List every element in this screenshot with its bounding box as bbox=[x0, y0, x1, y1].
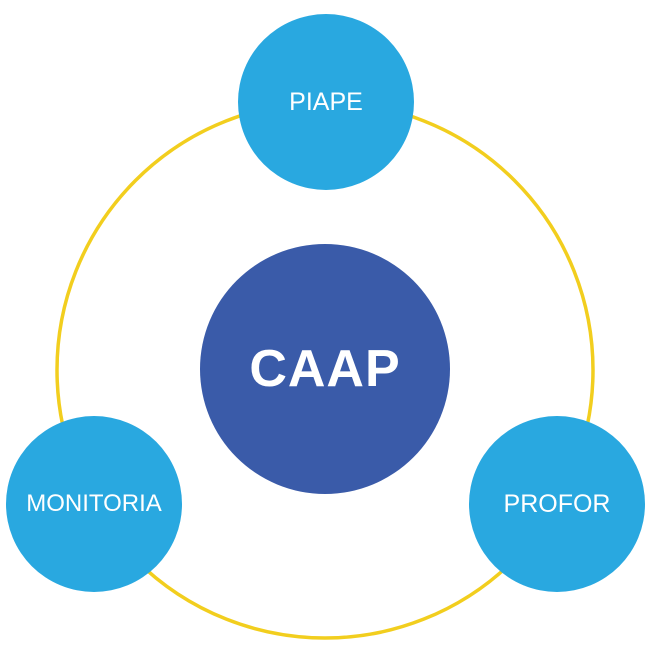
node-monitoria-label: MONITORIA bbox=[26, 490, 162, 517]
node-piape-label: PIAPE bbox=[289, 87, 363, 116]
node-profor: PROFOR bbox=[469, 416, 645, 592]
node-profor-label: PROFOR bbox=[503, 489, 611, 518]
node-piape: PIAPE bbox=[238, 14, 414, 190]
center-node-label: CAAP bbox=[249, 340, 401, 398]
node-monitoria: MONITORIA bbox=[6, 416, 182, 592]
center-node-caap: CAAP bbox=[200, 244, 450, 494]
